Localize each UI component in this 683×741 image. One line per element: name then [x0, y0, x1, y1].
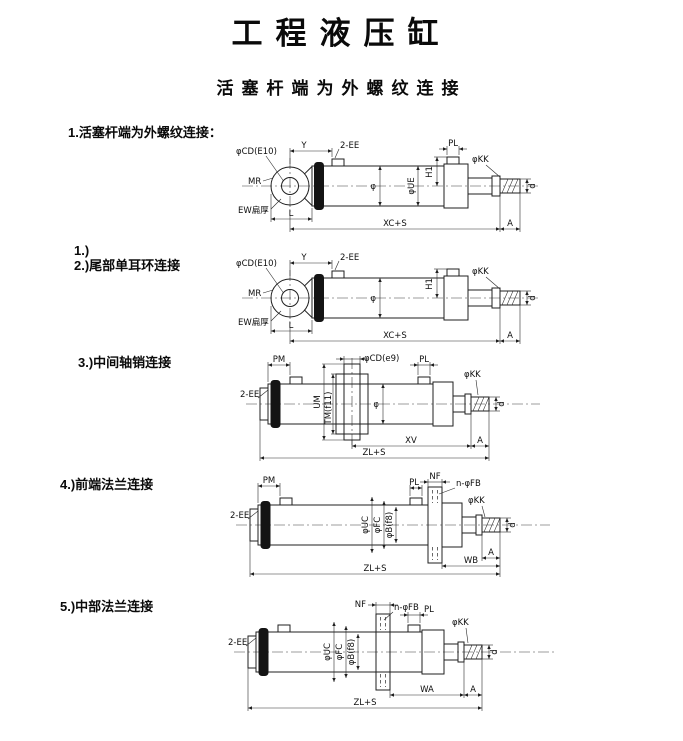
label-d: d [528, 295, 538, 300]
cylinder-body [247, 613, 483, 691]
label-fc: φFC [335, 644, 345, 660]
dimensions: Y 2-EE φCD(E10) MR EW扁厚 L PL H1 φ φUE φK… [236, 139, 538, 232]
page-subtitle: 活塞杆端为外螺纹连接 [216, 79, 467, 98]
label-tm: TM(f11) [324, 392, 334, 426]
label-d: d [508, 522, 518, 527]
section-4-heading: 4.)前端法兰连接 [60, 477, 154, 492]
label-cd: φCD(E10) [236, 147, 277, 157]
label-fc: φFC [373, 517, 383, 533]
label-a: A [470, 685, 476, 695]
section-2-num1: 1.) [74, 243, 90, 258]
label-d: d [490, 649, 500, 654]
label-cd: φCD(E10) [236, 259, 277, 269]
centerlines [246, 358, 540, 446]
label-mr: MR [248, 177, 261, 187]
diagram-1-rod-external-thread: Y 2-EE φCD(E10) MR EW扁厚 L PL H1 φ φUE φK… [236, 139, 540, 232]
label-pl: PL [419, 355, 429, 365]
label-kk: φKK [464, 370, 481, 380]
label-phi: φ [370, 182, 376, 192]
label-ee: 2-EE [340, 253, 359, 263]
label-y: Y [300, 253, 307, 263]
label-zls: ZL+S [363, 564, 386, 574]
label-nfb: n-φFB [394, 603, 419, 613]
label-d: d [497, 401, 507, 406]
label-nf: NF [429, 472, 440, 482]
label-um: UM [313, 395, 323, 409]
label-ew: EW扁厚 [238, 317, 269, 328]
label-nfb: n-φFB [456, 479, 481, 489]
label-pl: PL [448, 139, 458, 149]
label-cd: φCD(e9) [364, 354, 399, 364]
section-5-heading: 5.)中部法兰连接 [60, 599, 154, 614]
label-uc: φUC [323, 643, 333, 661]
section-2-num2: 2.) [74, 258, 90, 273]
label-kk: φKK [472, 155, 489, 165]
label-ew: EW扁厚 [238, 205, 269, 216]
label-y: Y [300, 141, 307, 151]
dimensions: 2-EE PM PL NF n-φFB φKK d φUC φFC φB(f8)… [230, 472, 518, 577]
diagram-3-middle-trunnion: 2-EE PM φCD(e9) UM TM(f11) φ PL φKK d [240, 354, 540, 461]
label-l: L [289, 321, 294, 331]
label-phi: φ [373, 400, 379, 410]
diagram-5-middle-flange: 2-EE NF n-φFB PL φKK d φUC φFC φB(f8) WA [228, 600, 556, 711]
label-b: φB(f8) [385, 512, 395, 538]
cylinder-body [311, 268, 521, 322]
label-xv: XV [405, 436, 417, 446]
label-b: φB(f8) [347, 639, 357, 665]
section-1-heading: 1.活塞杆端为外螺纹连接： [68, 125, 222, 140]
label-pl: PL [424, 605, 434, 615]
label-zls: ZL+S [353, 698, 376, 708]
section-2-text: 尾部单耳环连接 [89, 258, 181, 273]
label-xcs: XC+S [383, 331, 407, 341]
label-ee: 2-EE [228, 638, 247, 648]
diagram-4-front-flange: 2-EE PM PL NF n-φFB φKK d φUC φFC φB(f8)… [230, 472, 550, 577]
dimensions: 2-EE PM φCD(e9) UM TM(f11) φ PL φKK d [240, 354, 507, 461]
page-title: 工程液压缸 [231, 16, 452, 52]
label-ee: 2-EE [240, 390, 259, 400]
label-wb: WB [464, 556, 478, 566]
dimensions: 2-EE NF n-φFB PL φKK d φUC φFC φB(f8) WA [228, 600, 500, 711]
label-xcs: XC+S [383, 219, 407, 229]
label-pm: PM [263, 476, 275, 486]
label-h1: H1 [425, 278, 435, 290]
label-mr: MR [248, 289, 261, 299]
cylinder-body [259, 363, 490, 441]
section-2-heading: 1.) 2.)尾部单耳环连接 [74, 243, 180, 273]
label-phi: φ [370, 294, 376, 304]
label-a: A [488, 548, 494, 558]
cylinder-body [249, 486, 501, 564]
label-d: d [528, 183, 538, 188]
label-h1: H1 [425, 166, 435, 178]
rear-eye [270, 278, 313, 318]
label-kk: φKK [452, 618, 469, 628]
label-uc: φUC [361, 516, 371, 534]
label-ee: 2-EE [230, 511, 249, 521]
label-zls: ZL+S [362, 448, 385, 458]
label-l: L [289, 209, 294, 219]
centerlines [242, 158, 540, 216]
label-ue: φUE [407, 177, 417, 194]
label-kk: φKK [472, 267, 489, 277]
cylinder-body [311, 156, 521, 210]
centerlines [242, 270, 540, 328]
label-a: A [507, 331, 513, 341]
label-pm: PM [273, 355, 285, 365]
label-a: A [477, 436, 483, 446]
dimensions: Y 2-EE φCD(E10) MR EW扁厚 L H1 φ φKK d XC+… [236, 253, 538, 344]
label-pl: PL [409, 478, 419, 488]
label-nf: NF [355, 600, 366, 610]
rear-eye [270, 166, 313, 206]
diagram-2-rear-eye-mount: Y 2-EE φCD(E10) MR EW扁厚 L H1 φ φKK d XC+… [236, 253, 540, 344]
label-a: A [507, 219, 513, 229]
section-3-heading: 3.)中间轴销连接 [78, 355, 172, 370]
label-kk: φKK [468, 496, 485, 506]
label-ee: 2-EE [340, 141, 359, 151]
label-wa: WA [420, 685, 434, 695]
